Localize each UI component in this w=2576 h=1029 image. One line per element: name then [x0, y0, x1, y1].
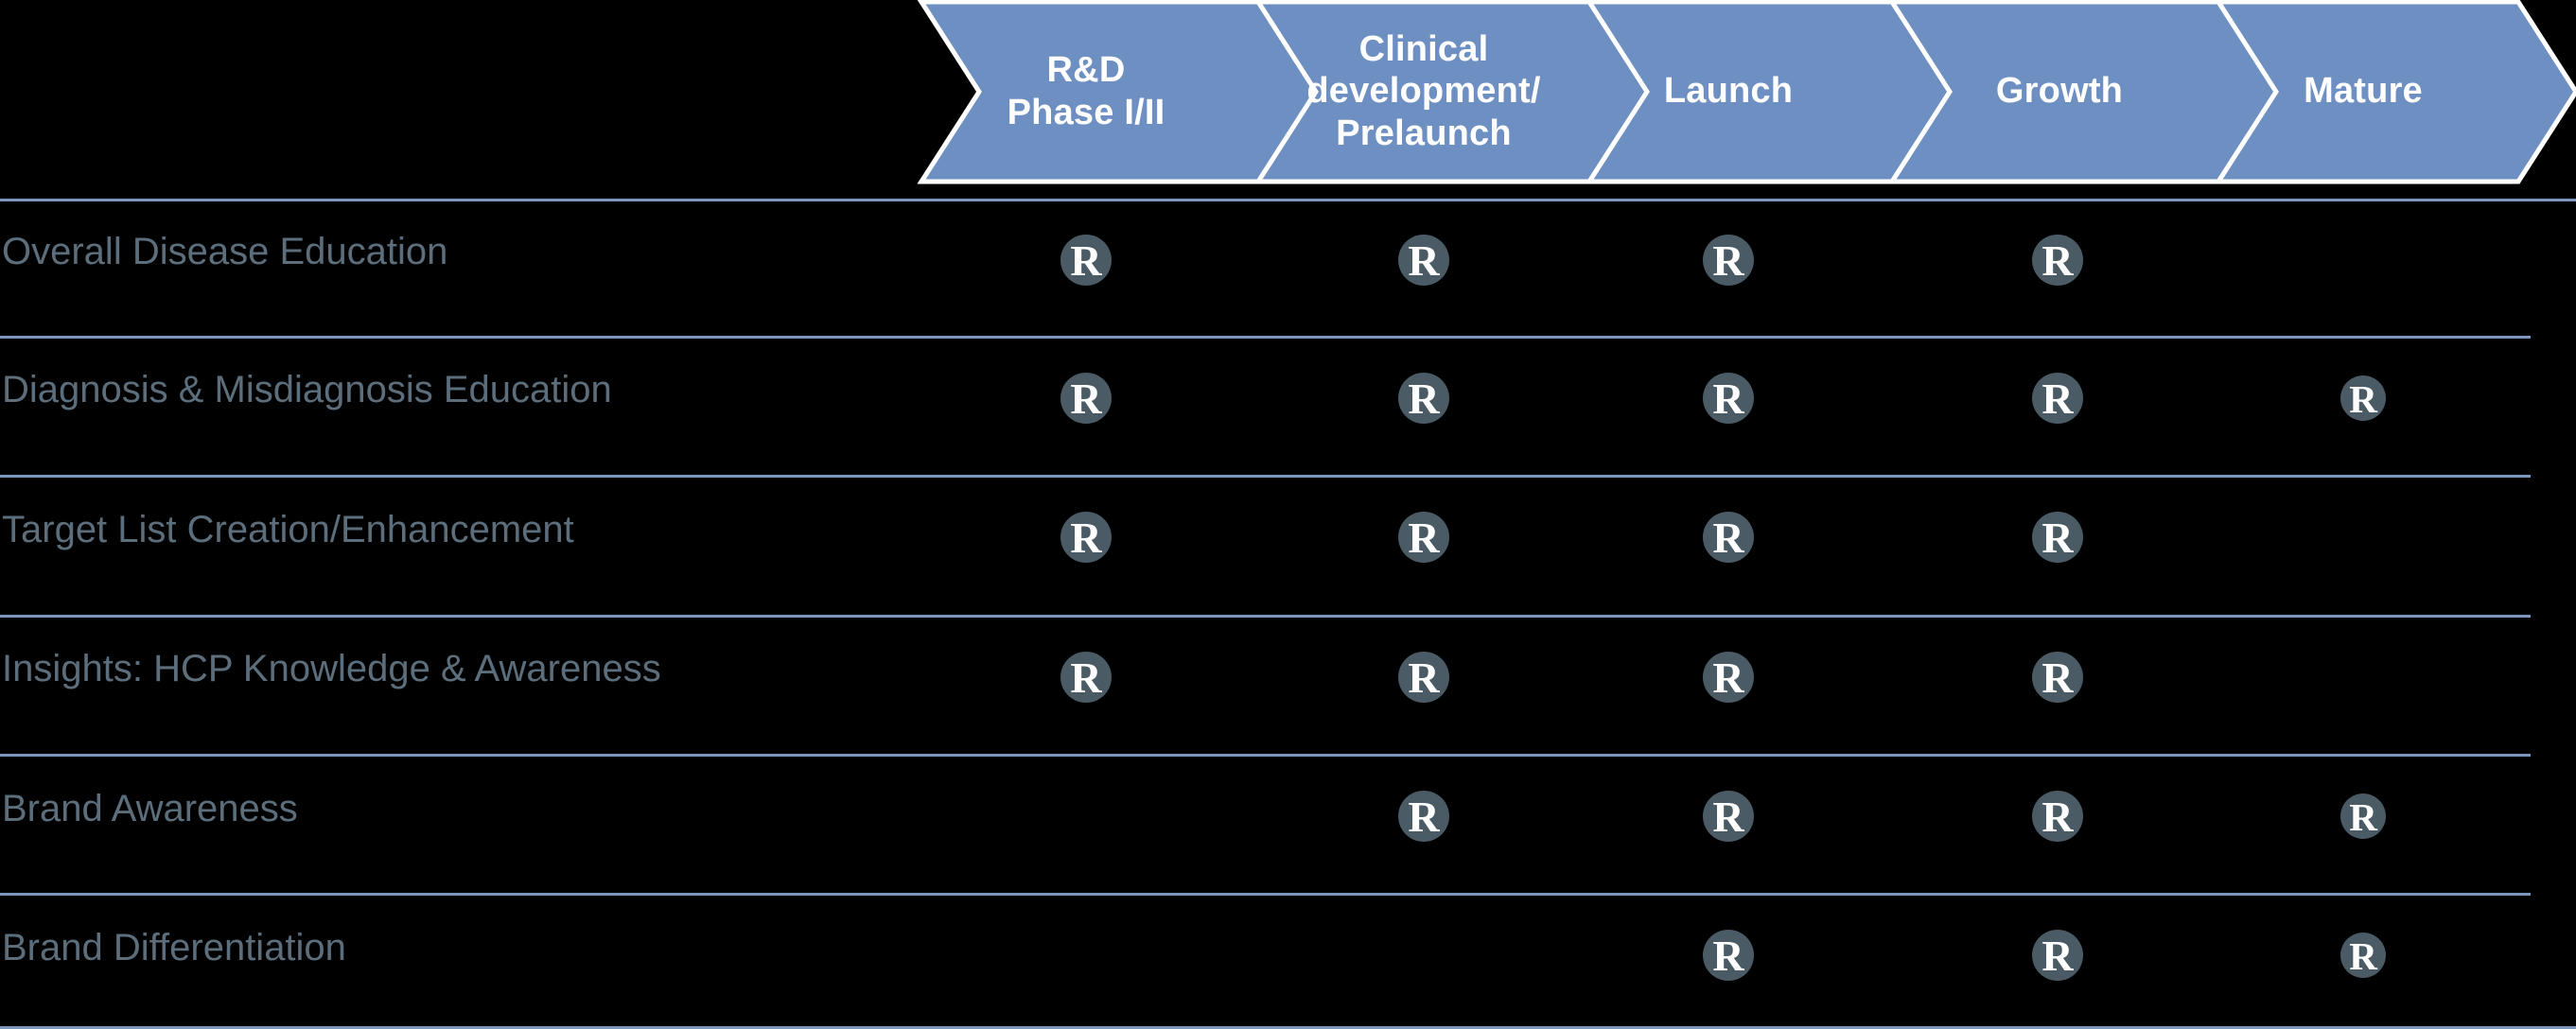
r-badge-letter: R [1070, 375, 1102, 423]
r-badge-letter: R [1070, 514, 1102, 562]
r-badge-icon[interactable]: R [1398, 791, 1449, 842]
phase-separator-2 [1586, 0, 1650, 183]
row-label-target-list-creation-enhancement: Target List Creation/Enhancement [2, 509, 574, 550]
r-badge-letter: R [2042, 375, 2074, 423]
divider-row-2 [0, 475, 2531, 478]
r-badge-letter: R [1070, 654, 1102, 702]
r-badge-letter: R [1408, 375, 1440, 423]
r-badge-letter: R [2349, 376, 2377, 421]
r-badge-icon[interactable]: R [1703, 930, 1754, 981]
r-badge-icon[interactable]: R [1060, 512, 1112, 563]
r-badge-icon[interactable]: R [1703, 652, 1754, 703]
r-badge-icon[interactable]: R [1398, 235, 1449, 286]
r-badge-icon[interactable]: R [2032, 512, 2083, 563]
divider-row-1 [0, 336, 2531, 339]
r-badge-icon[interactable]: R [1398, 652, 1449, 703]
r-badge-icon[interactable]: R [2032, 652, 2083, 703]
divider-header [0, 199, 2576, 201]
r-badge-letter: R [2042, 236, 2074, 285]
r-badge-letter: R [2042, 514, 2074, 562]
r-badge-letter: R [1408, 793, 1440, 841]
r-badge-icon[interactable]: R [1398, 512, 1449, 563]
r-badge-letter: R [2042, 654, 2074, 702]
r-badge-letter: R [1712, 793, 1744, 841]
r-badge-icon[interactable]: R [1703, 373, 1754, 424]
divider-row-4 [0, 754, 2531, 757]
r-badge-letter: R [1712, 236, 1744, 285]
r-badge-letter: R [2042, 932, 2074, 980]
r-badge-letter: R [2042, 793, 2074, 841]
lifecycle-phase-band: R&D Phase I/II Clinical development/ Pre… [0, 0, 2576, 186]
r-badge-letter: R [1712, 932, 1744, 980]
row-label-overall-disease-education: Overall Disease Education [2, 231, 448, 272]
r-badge-letter: R [2349, 794, 2377, 839]
divider-row-5 [0, 893, 2531, 896]
r-badge-icon[interactable]: R [2032, 235, 2083, 286]
r-badge-icon[interactable]: R [1703, 235, 1754, 286]
r-badge-letter: R [1070, 236, 1102, 285]
r-badge-icon[interactable]: R [2340, 375, 2386, 421]
r-badge-icon[interactable]: R [1398, 373, 1449, 424]
phase-separator-3 [1889, 0, 1953, 183]
divider-row-3 [0, 615, 2531, 618]
r-badge-icon[interactable]: R [2032, 791, 2083, 842]
phase-separator-1 [1255, 0, 1319, 183]
r-badge-letter: R [1712, 375, 1744, 423]
r-badge-icon[interactable]: R [1060, 373, 1112, 424]
phase-band-fill [917, 0, 2576, 184]
r-badge-letter: R [1712, 514, 1744, 562]
row-label-insights-hcp-knowledge-awareness: Insights: HCP Knowledge & Awareness [2, 648, 661, 689]
r-badge-letter: R [1712, 654, 1744, 702]
r-badge-icon[interactable]: R [1060, 235, 1112, 286]
r-badge-icon[interactable]: R [2032, 930, 2083, 981]
row-label-diagnosis-misdiagnosis-education: Diagnosis & Misdiagnosis Education [2, 369, 612, 410]
r-badge-icon[interactable]: R [2340, 794, 2386, 839]
divider-bottom [0, 1026, 2576, 1029]
row-label-brand-awareness: Brand Awareness [2, 788, 298, 829]
r-badge-letter: R [1408, 514, 1440, 562]
row-label-brand-differentiation: Brand Differentiation [2, 927, 346, 968]
phase-band-shapes [917, 0, 2576, 184]
r-badge-icon[interactable]: R [1060, 652, 1112, 703]
phase-separator-4 [2216, 0, 2279, 183]
r-badge-icon[interactable]: R [1703, 512, 1754, 563]
r-badge-icon[interactable]: R [2032, 373, 2083, 424]
r-badge-icon[interactable]: R [2340, 933, 2386, 978]
r-badge-icon[interactable]: R [1703, 791, 1754, 842]
r-badge-letter: R [1408, 654, 1440, 702]
r-badge-letter: R [1408, 236, 1440, 285]
r-badge-letter: R [2349, 933, 2377, 978]
